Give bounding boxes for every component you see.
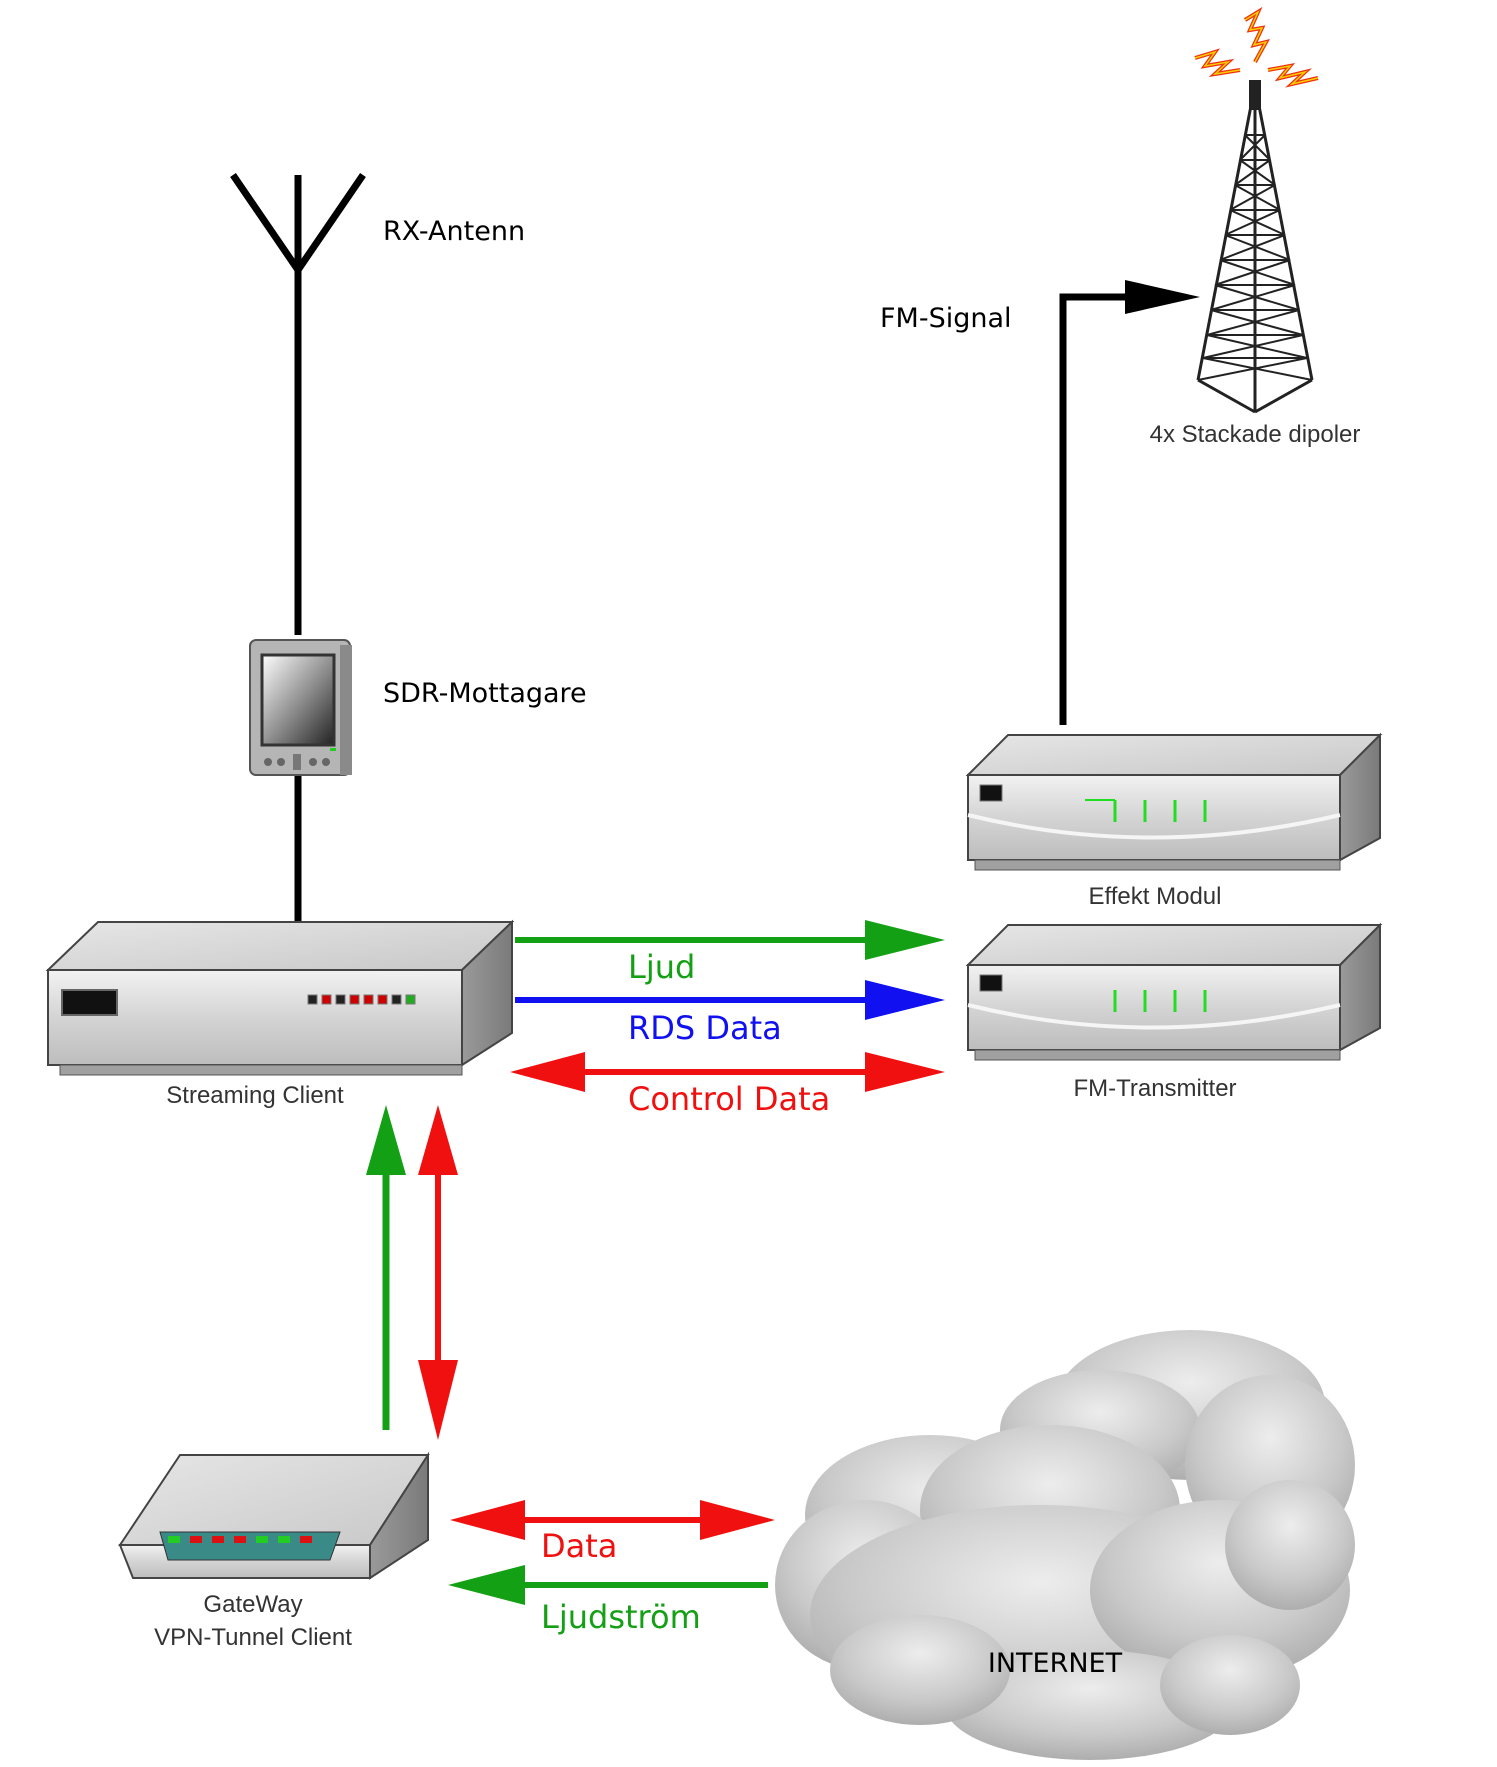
fm-signal-connector <box>1059 280 1200 725</box>
control-data-label: Control Data <box>628 1080 830 1118</box>
rx-antenna-icon <box>230 173 366 635</box>
rds-data-label: RDS Data <box>628 1009 782 1047</box>
internet-label: INTERNET <box>988 1648 1123 1679</box>
rx-antenna-label: RX-Antenn <box>383 216 525 247</box>
radio-wave-icon <box>1194 6 1319 88</box>
sdr-receiver-icon <box>249 639 352 776</box>
gateway-label-line1: GateWay <box>203 1591 302 1618</box>
streaming-client-icon <box>45 919 515 1076</box>
fm-signal-label: FM-Signal <box>880 303 1012 334</box>
cloud-icon <box>775 1330 1355 1760</box>
gateway-audio-up-arrow <box>366 1105 406 1430</box>
rds-data-arrow <box>515 980 945 1020</box>
gateway-label-line2: VPN-Tunnel Client <box>154 1624 352 1651</box>
ljudstrom-arrow <box>448 1565 768 1605</box>
streaming-client-label: Streaming Client <box>166 1082 344 1109</box>
effect-module-icon <box>965 732 1383 871</box>
fm-transmitter-icon <box>965 922 1383 1061</box>
ljud-label: Ljud <box>628 948 695 986</box>
ljudstrom-label: Ljudström <box>541 1598 701 1636</box>
ljud-arrow <box>515 920 945 960</box>
fm-transmitter-label: FM-Transmitter <box>1073 1075 1236 1102</box>
dipoles-label: 4x Stackade dipoler <box>1150 421 1361 448</box>
gateway-icon <box>118 1451 430 1580</box>
gateway-control-arrow <box>418 1105 458 1440</box>
data-label: Data <box>541 1527 617 1565</box>
effect-module-label: Effekt Modul <box>1089 883 1222 910</box>
data-arrow <box>450 1500 775 1540</box>
sdr-receiver-label: SDR-Mottagare <box>383 678 587 709</box>
dipole-tower-icon <box>1196 80 1314 414</box>
control-data-arrow <box>510 1052 945 1092</box>
